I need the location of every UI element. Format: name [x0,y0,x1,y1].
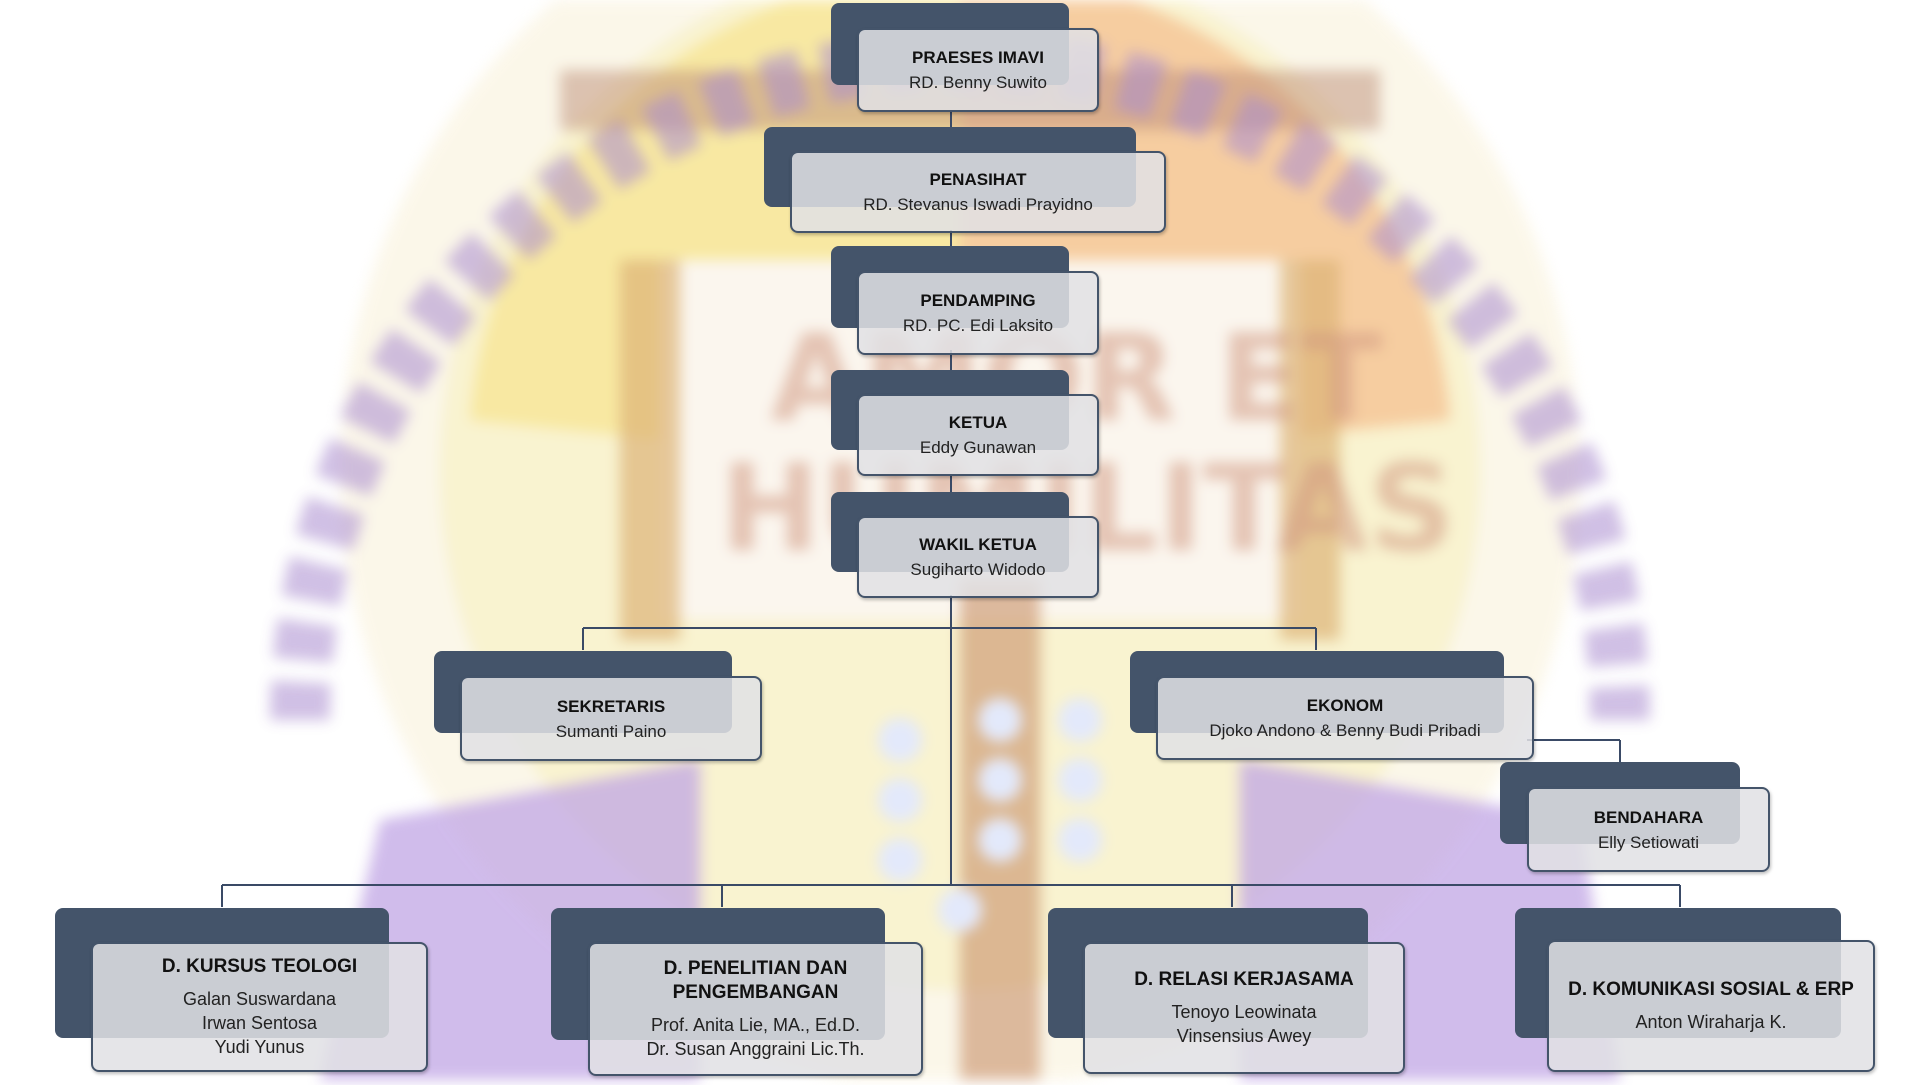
role-title: PRAESES IMAVI [912,48,1044,67]
node-pendamping: PENDAMPING RD. PC. Edi Laksito [831,246,1101,356]
person-name: Elly Setiowati [1597,832,1700,852]
person-name: Sumanti Paino [555,721,667,741]
node-relasi-kerjasama: D. RELASI KERJASAMA Tenoyo Leowinata Vin… [1048,908,1405,1075]
box-card: PENDAMPING RD. PC. Edi Laksito [857,271,1099,355]
person-name: Djoko Andono & Benny Budi Pribadi [1209,721,1481,740]
role-title: KETUA [948,413,1008,432]
node-penelitian-pengembangan: D. PENELITIAN DAN PENGEMBANGAN Prof. Ani… [551,908,923,1078]
role-title: EKONOM [1306,696,1384,715]
role-title: D. KOMUNIKASI SOSIAL & ERP [1568,979,1854,1000]
person-name: Irwan Sentosa [201,1013,318,1033]
node-penasihat: PENASIHAT RD. Stevanus Iswadi Prayidno [764,127,1168,235]
person-name: RD. PC. Edi Laksito [902,316,1054,335]
node-kursus-teologi: D. KURSUS TEOLOGI Galan Suswardana Irwan… [55,908,428,1073]
person-name: Sugiharto Widodo [910,560,1046,579]
node-komunikasi-sosial: D. KOMUNIKASI SOSIAL & ERP Anton Wirahar… [1515,908,1875,1074]
box-card: D. PENELITIAN DAN PENGEMBANGAN Prof. Ani… [588,942,923,1076]
person-name: Tenoyo Leowinata [1171,1002,1317,1022]
node-ketua: KETUA Eddy Gunawan [831,370,1101,478]
role-title: PENGEMBANGAN [672,982,839,1003]
person-name: RD. Stevanus Iswadi Prayidno [863,195,1093,214]
role-title: D. RELASI KERJASAMA [1134,969,1354,990]
box-card: EKONOM Djoko Andono & Benny Budi Pribadi [1156,676,1534,760]
role-title: D. KURSUS TEOLOGI [161,956,358,977]
person-name: Anton Wiraharja K. [1635,1012,1787,1032]
person-name: Prof. Anita Lie, MA., Ed.D. [650,1015,861,1035]
person-name: RD. Benny Suwito [909,73,1047,92]
box-card: SEKRETARIS Sumanti Paino [460,676,762,761]
node-wakil-ketua: WAKIL KETUA Sugiharto Widodo [831,492,1101,600]
box-card: KETUA Eddy Gunawan [857,394,1099,476]
role-title: D. PENELITIAN DAN [663,958,848,979]
role-title: PENASIHAT [929,170,1027,189]
node-bendahara: BENDAHARA Elly Setiowati [1500,762,1770,872]
box-card: BENDAHARA Elly Setiowati [1527,787,1770,872]
person-name: Vinsensius Awey [1176,1026,1312,1046]
box-card: D. KURSUS TEOLOGI Galan Suswardana Irwan… [91,942,428,1072]
role-title: BENDAHARA [1593,807,1704,827]
box-card: D. KOMUNIKASI SOSIAL & ERP Anton Wirahar… [1547,940,1875,1072]
node-praeses: PRAESES IMAVI RD. Benny Suwito [831,3,1101,113]
person-name: Eddy Gunawan [919,438,1037,457]
box-card: PRAESES IMAVI RD. Benny Suwito [857,28,1099,112]
node-sekretaris: SEKRETARIS Sumanti Paino [434,651,762,763]
role-title: SEKRETARIS [556,696,666,716]
box-card: PENASIHAT RD. Stevanus Iswadi Prayidno [790,151,1166,233]
role-title: PENDAMPING [920,291,1036,310]
node-ekonom: EKONOM Djoko Andono & Benny Budi Pribadi [1130,651,1534,761]
role-title: WAKIL KETUA [919,535,1037,554]
box-card: WAKIL KETUA Sugiharto Widodo [857,516,1099,598]
person-name: Yudi Yunus [214,1037,305,1057]
box-card: D. RELASI KERJASAMA Tenoyo Leowinata Vin… [1083,942,1405,1074]
person-name: Dr. Susan Anggraini Lic.Th. [646,1039,865,1059]
person-name: Galan Suswardana [182,989,337,1009]
